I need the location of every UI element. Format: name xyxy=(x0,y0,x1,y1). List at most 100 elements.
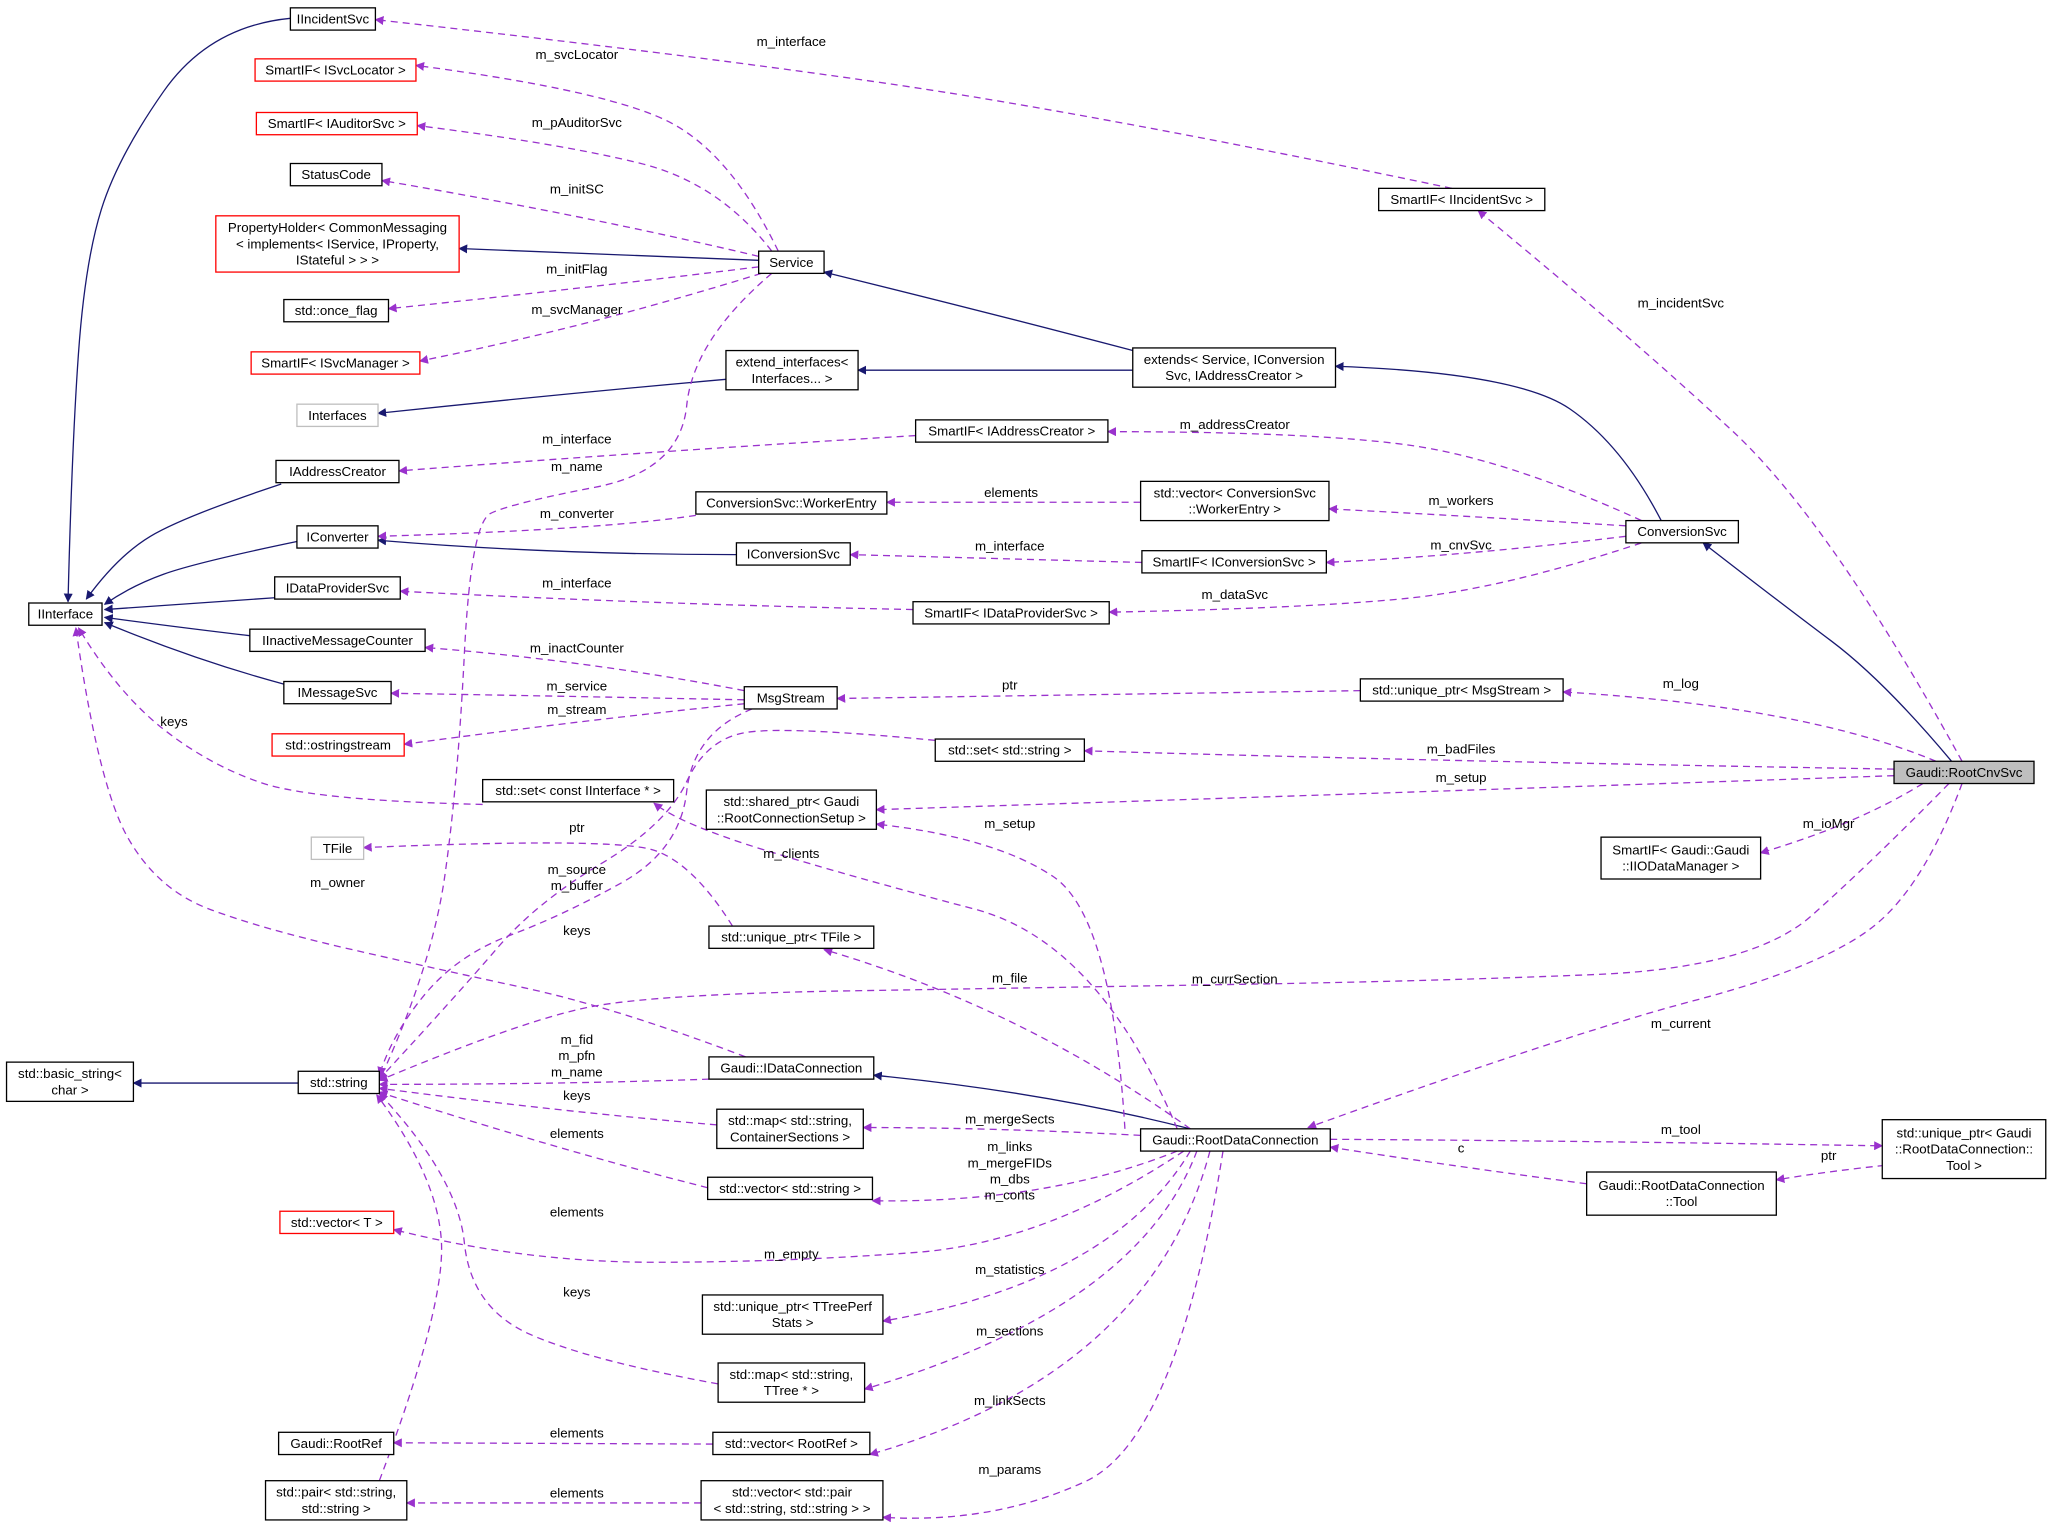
node-std-unique-ptr-tfile[interactable]: std::unique_ptr< TFile > xyxy=(708,925,875,949)
node-propertyholder[interactable]: PropertyHolder< CommonMessaging< impleme… xyxy=(215,215,460,273)
usage-edge-gaudi-rootdataconnection-to-std-vector-t xyxy=(392,1150,1185,1263)
node-conversionsvc[interactable]: ConversionSvc xyxy=(1625,519,1740,544)
node-service[interactable]: Service xyxy=(758,250,825,275)
node-label: TTree * > xyxy=(764,1383,820,1398)
node-box xyxy=(705,789,878,830)
node-label: MsgStream xyxy=(757,690,825,705)
node-label: std::unique_ptr< TFile > xyxy=(721,930,861,945)
inheritance-edge-idataprovidersvc-to-iinterface xyxy=(103,597,275,614)
node-iaddresscreator[interactable]: IAddressCreator xyxy=(275,459,400,484)
node-box xyxy=(708,1056,875,1080)
edge-label: elements xyxy=(550,1126,604,1141)
node-imessagesvc[interactable]: IMessageSvc xyxy=(283,680,392,705)
node-std-set-string[interactable]: std::set< std::string > xyxy=(934,738,1086,762)
node-conversionsvc-workerentry[interactable]: ConversionSvc::WorkerEntry xyxy=(695,491,888,515)
usage-edge-gaudi-rootdataconnection-to-std-shared-ptr-rootconnectionsetup xyxy=(875,820,1126,1129)
usage-edge-std-unique-ptr-tfile-to-tfile xyxy=(362,842,734,927)
node-std-map-containersections[interactable]: std::map< std::string,ContainerSections … xyxy=(716,1108,864,1150)
node-box xyxy=(1600,836,1762,880)
node-std-vector-workerentry[interactable]: std::vector< ConversionSvc::WorkerEntry … xyxy=(1139,480,1330,522)
node-gaudi-rootcnvsvc[interactable]: Gaudi::RootCnvSvc xyxy=(1893,760,2035,785)
node-iconverter[interactable]: IConverter xyxy=(296,525,379,549)
node-label: Svc, IAddressCreator > xyxy=(1165,368,1303,383)
node-smartif-iaddresscreator[interactable]: SmartIF< IAddressCreator > xyxy=(914,419,1109,443)
node-tfile[interactable]: TFile xyxy=(310,836,365,861)
node-box xyxy=(1132,347,1337,388)
node-box xyxy=(1378,187,1546,212)
node-smartif-iincidentsvc[interactable]: SmartIF< IIncidentSvc > xyxy=(1378,187,1546,212)
node-std-vector-string[interactable]: std::vector< std::string > xyxy=(706,1176,874,1201)
node-msgstream[interactable]: MsgStream xyxy=(743,686,838,710)
node-label: PropertyHolder< CommonMessaging xyxy=(228,220,447,235)
node-extend-interfaces[interactable]: extend_interfaces<Interfaces... > xyxy=(725,349,859,391)
usage-edge-gaudi-rootdataconnection-to-std-unique-ptr-tfile xyxy=(823,947,1191,1130)
usage-edge-std-unique-ptr-msgstream-to-msgstream xyxy=(836,689,1361,703)
node-box xyxy=(914,419,1109,443)
node-std-map-ttree[interactable]: std::map< std::string,TTree * > xyxy=(717,1362,866,1403)
node-gaudi-rootdataconnection[interactable]: Gaudi::RootDataConnection xyxy=(1139,1128,1331,1152)
usage-edge-msgstream-to-std-ostringstream xyxy=(403,703,745,748)
node-std-vector-pair[interactable]: std::vector< std::pair< std::string, std… xyxy=(700,1480,884,1521)
node-std-vector-t[interactable]: std::vector< T > xyxy=(279,1210,395,1235)
usage-edge-gaudi-rootcnvsvc-to-smartif-iincidentsvc xyxy=(1477,210,1963,762)
node-idataprovidersvc[interactable]: IDataProviderSvc xyxy=(274,576,401,600)
node-statuscode[interactable]: StatusCode xyxy=(289,162,383,187)
edge-label: m_name xyxy=(551,459,603,474)
edge-label: m_converter xyxy=(540,506,614,521)
node-iincidentsvc[interactable]: IIncidentSvc xyxy=(289,7,377,31)
usage-edge-service-to-smartif-isvclocator xyxy=(415,61,779,252)
node-std-pair-string[interactable]: std::pair< std::string,std::string > xyxy=(264,1480,408,1521)
node-label: Interfaces xyxy=(308,408,367,423)
usage-edge-std-vector-string-to-std-string xyxy=(378,1090,708,1189)
edge-label: m_dataSvc xyxy=(1202,587,1269,602)
node-label: SmartIF< IDataProviderSvc > xyxy=(924,605,1098,620)
node-std-vector-rootref[interactable]: std::vector< RootRef > xyxy=(712,1431,871,1456)
edge-label: m_links xyxy=(987,1139,1032,1154)
node-box xyxy=(283,680,392,705)
node-std-set-const-iinterface[interactable]: std::set< const IInterface * > xyxy=(482,778,675,803)
usage-edge-gaudi-rootdataconnection-to-std-vector-rootref xyxy=(868,1150,1211,1457)
usage-edge-gaudi-idataconnection-to-std-string xyxy=(378,1078,709,1089)
node-gaudi-idataconnection[interactable]: Gaudi::IDataConnection xyxy=(708,1056,875,1080)
node-box xyxy=(701,1294,884,1335)
node-std-string[interactable]: std::string xyxy=(297,1070,380,1095)
node-label: extend_interfaces< xyxy=(736,355,849,370)
edge-label: m_tool xyxy=(1661,1122,1701,1137)
node-smartif-idataprovidersvc[interactable]: SmartIF< IDataProviderSvc > xyxy=(912,601,1110,625)
edge-label: m_interface xyxy=(757,34,826,49)
node-std-basic-string[interactable]: std::basic_string<char > xyxy=(5,1061,135,1103)
edge-label: m_incidentSvc xyxy=(1638,295,1725,310)
node-std-shared-ptr-rootconnectionsetup[interactable]: std::shared_ptr< Gaudi::RootConnectionSe… xyxy=(705,789,878,830)
edge-label: m_pfn xyxy=(558,1048,595,1063)
node-std-once-flag[interactable]: std::once_flag xyxy=(283,298,390,323)
node-std-ostringstream[interactable]: std::ostringstream xyxy=(271,733,405,757)
node-smartif-isvclocator[interactable]: SmartIF< ISvcLocator > xyxy=(254,58,417,82)
node-smartif-isvcmanager[interactable]: SmartIF< ISvcManager > xyxy=(250,351,421,375)
node-label: std::map< std::string, xyxy=(728,1113,852,1128)
node-label: IStateful > > > xyxy=(296,253,379,268)
node-gaudi-rootref[interactable]: Gaudi::RootRef xyxy=(277,1431,395,1456)
node-iinactivemessagecounter[interactable]: IInactiveMessageCounter xyxy=(249,628,426,653)
node-smartif-iauditorsvc[interactable]: SmartIF< IAuditorSvc > xyxy=(255,111,418,136)
node-std-unique-ptr-msgstream[interactable]: std::unique_ptr< MsgStream > xyxy=(1359,678,1564,702)
node-interfaces[interactable]: Interfaces xyxy=(296,403,379,428)
node-iinterface[interactable]: IInterface xyxy=(28,602,103,626)
node-box xyxy=(274,576,401,600)
node-smartif-iiodatamanager[interactable]: SmartIF< Gaudi::Gaudi::IIODataManager > xyxy=(1600,836,1762,880)
usage-edge-gaudi-rootdataconnection-to-std-unique-ptr-tool xyxy=(1330,1138,1884,1151)
node-label: std::vector< ConversionSvc xyxy=(1154,485,1317,500)
inheritance-edge-gaudi-rootdataconnection-to-gaudi-idataconnection xyxy=(872,1071,1191,1130)
node-extends-service[interactable]: extends< Service, IConversionSvc, IAddre… xyxy=(1132,347,1337,388)
node-iconversionsvc[interactable]: IConversionSvc xyxy=(735,542,851,566)
inheritance-edge-service-to-propertyholder xyxy=(458,244,759,261)
usage-edge-conversionsvc-to-smartif-iaddresscreator xyxy=(1107,427,1642,522)
node-std-unique-ptr-tool[interactable]: std::unique_ptr< Gaudi::RootDataConnecti… xyxy=(1881,1119,2047,1180)
node-smartif-iconversionsvc[interactable]: SmartIF< IConversionSvc > xyxy=(1141,550,1327,574)
node-box xyxy=(758,250,825,275)
inheritance-edge-iincidentsvc-to-iinterface xyxy=(63,17,291,603)
edge-label: m_buffer xyxy=(551,878,604,893)
node-box xyxy=(912,601,1110,625)
node-gaudi-rootdataconnection-tool[interactable]: Gaudi::RootDataConnection::Tool xyxy=(1585,1171,1777,1216)
edge-label: m_mergeSects xyxy=(965,1112,1055,1127)
